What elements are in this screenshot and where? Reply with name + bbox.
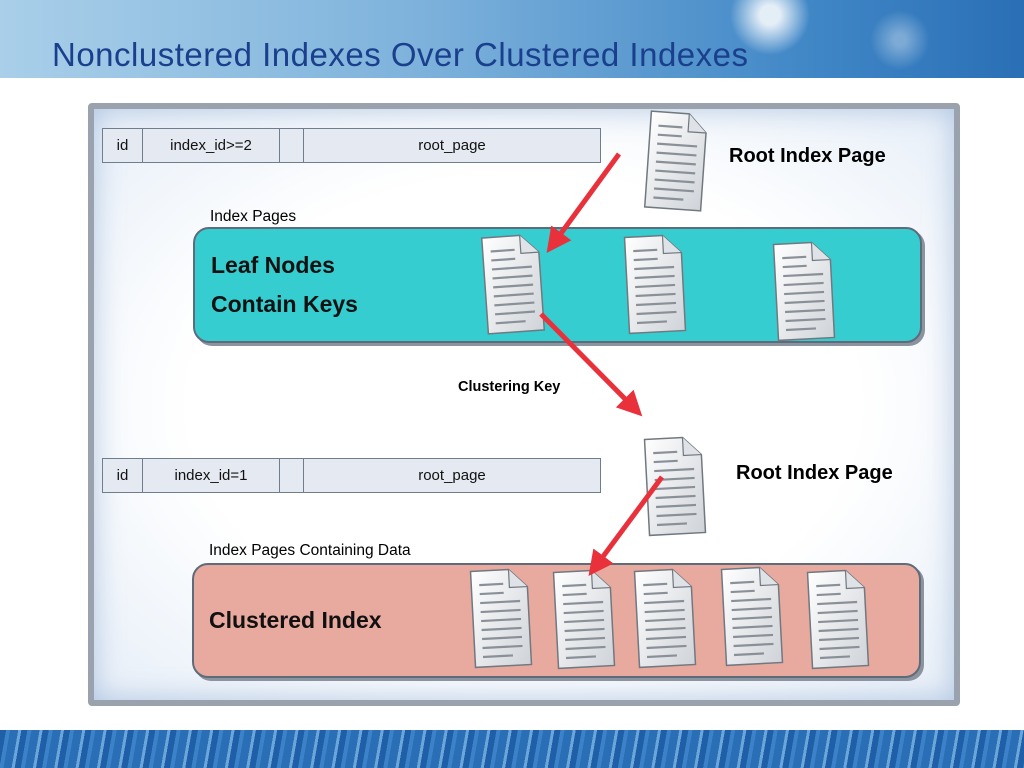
index-pages-containing-data-label: Index Pages Containing Data bbox=[209, 542, 411, 559]
root-index-page-label-top: Root Index Page bbox=[729, 145, 886, 167]
top-table-col-index-id: index_id>=2 bbox=[143, 129, 280, 162]
bottom-table-col-id: id bbox=[103, 459, 143, 492]
bottom-table: id index_id=1 root_page bbox=[102, 458, 601, 493]
top-table-col-blank bbox=[280, 129, 304, 162]
bottom-table-col-root-page: root_page bbox=[418, 467, 486, 484]
index-pages-label: Index Pages bbox=[210, 208, 297, 225]
document-icon bbox=[622, 232, 687, 335]
slide-title: Nonclustered Indexes Over Clustered Inde… bbox=[52, 36, 749, 73]
header-band bbox=[0, 0, 1024, 78]
footer-band bbox=[0, 730, 1024, 768]
bottom-table-col-blank bbox=[280, 459, 304, 492]
document-icon bbox=[771, 239, 836, 342]
top-table: id index_id>=2 root_page bbox=[102, 128, 601, 163]
document-icon bbox=[719, 564, 784, 667]
document-icon bbox=[643, 109, 710, 213]
document-icon bbox=[480, 232, 547, 336]
clustering-key-label: Clustering Key bbox=[458, 379, 561, 395]
top-table-col-root-page: root_page bbox=[418, 137, 486, 154]
clustered-index-text: Clustered Index bbox=[209, 607, 382, 633]
contain-keys-text: Contain Keys bbox=[211, 291, 358, 317]
top-table-col-id: id bbox=[103, 129, 143, 162]
document-icon bbox=[632, 566, 697, 669]
document-icon bbox=[551, 567, 616, 670]
document-icon bbox=[468, 566, 533, 669]
bottom-table-col-index-id: index_id=1 bbox=[143, 459, 280, 492]
document-icon bbox=[642, 434, 707, 537]
document-icon bbox=[805, 567, 870, 670]
leaf-nodes-text: Leaf Nodes bbox=[211, 252, 335, 278]
root-index-page-label-bottom: Root Index Page bbox=[736, 462, 893, 484]
